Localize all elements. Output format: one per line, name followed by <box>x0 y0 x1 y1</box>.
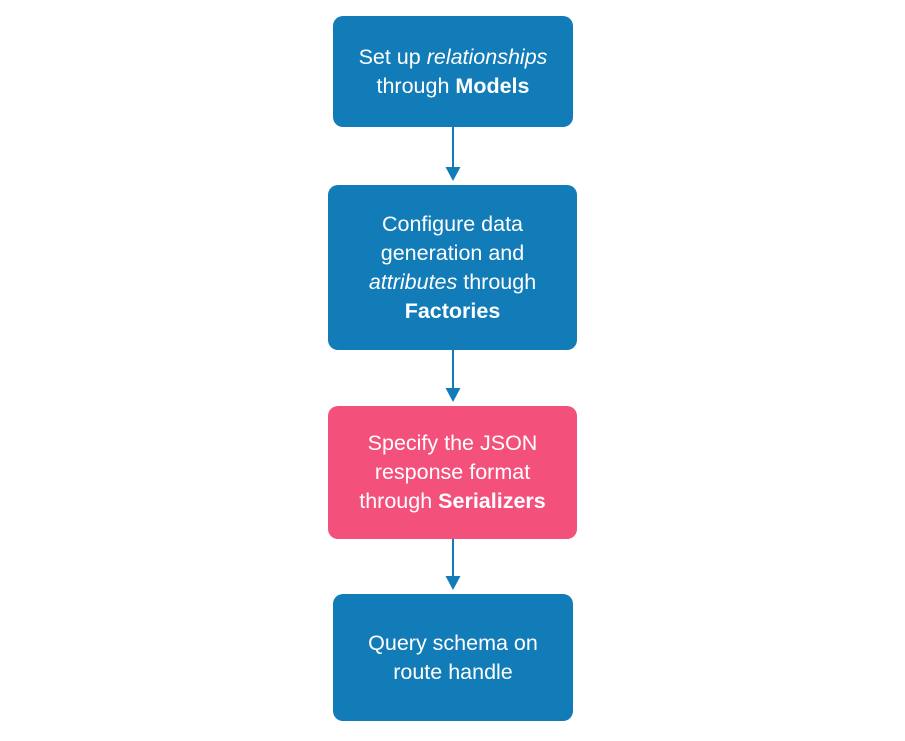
connector-arrow-down-icon <box>445 350 461 402</box>
connector-arrow-down-icon <box>445 539 461 590</box>
connector-arrow-down-icon <box>445 127 461 181</box>
